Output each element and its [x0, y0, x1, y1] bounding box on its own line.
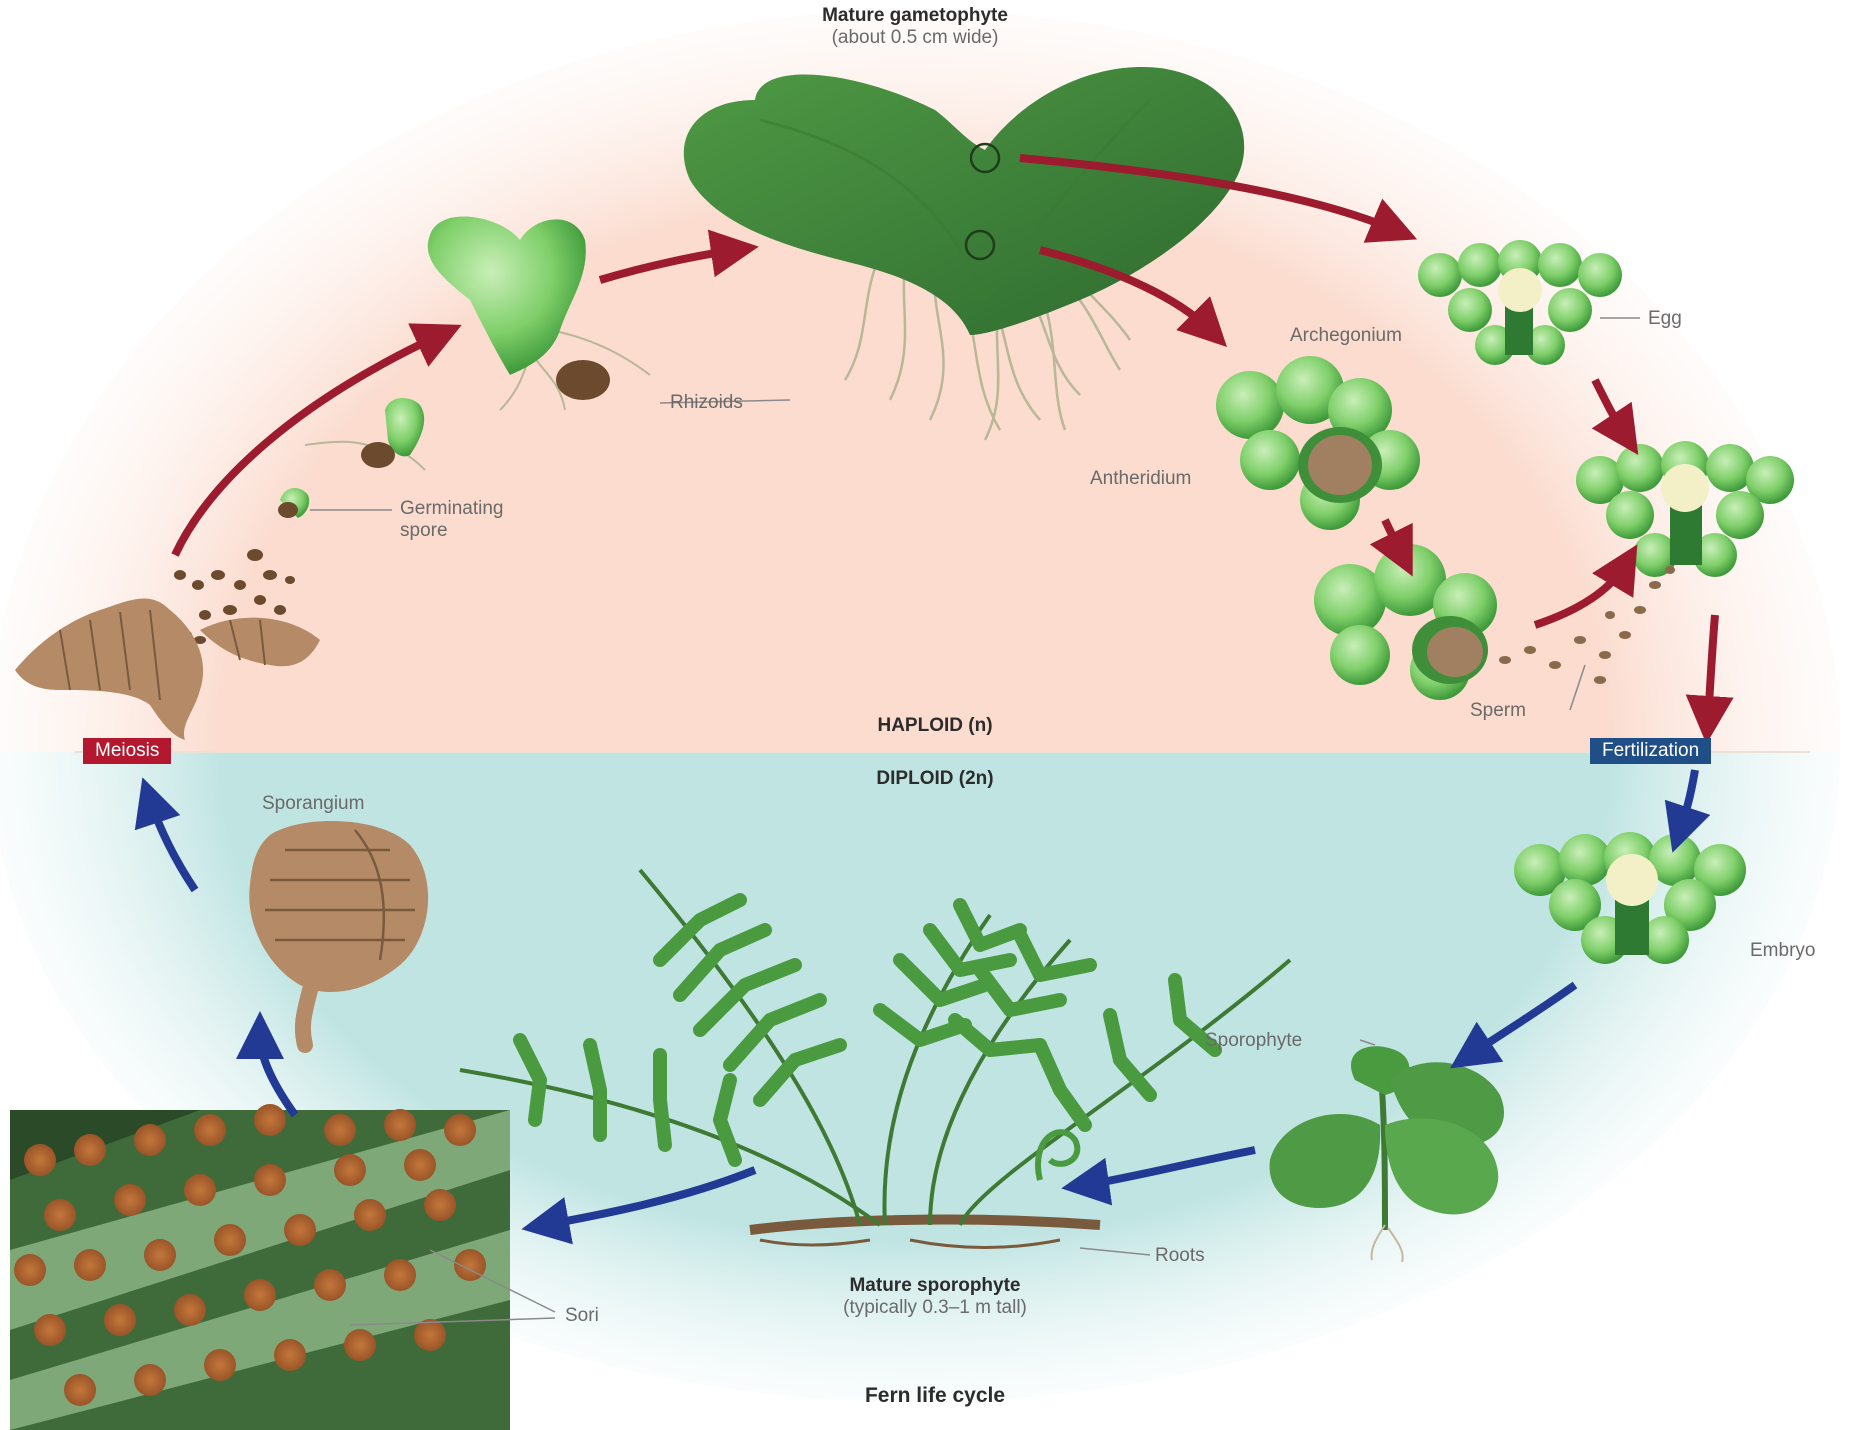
sporophyte-title: Mature sporophyte: [849, 1275, 1020, 1297]
diagram-title: Fern life cycle: [865, 1385, 1005, 1407]
gametophyte-size: (about 0.5 cm wide): [832, 27, 999, 49]
label-antheridium: Antheridium: [1090, 468, 1191, 490]
fertilization-badge: Fertilization: [1590, 738, 1711, 764]
sori-photo: [10, 1104, 510, 1430]
label-sporophyte: Sporophyte: [1205, 1030, 1302, 1052]
label-germinating: Germinating: [400, 498, 504, 520]
label-rhizoids: Rhizoids: [670, 392, 743, 414]
label-sporangium: Sporangium: [262, 793, 364, 815]
label-sori: Sori: [565, 1305, 599, 1327]
haploid-label: HAPLOID (n): [877, 715, 992, 737]
gametophyte-title: Mature gametophyte: [822, 5, 1008, 27]
label-egg: Egg: [1648, 308, 1682, 330]
label-sperm: Sperm: [1470, 700, 1526, 722]
label-embryo: Embryo: [1750, 940, 1815, 962]
meiosis-badge: Meiosis: [83, 738, 171, 764]
diploid-label: DIPLOID (2n): [876, 768, 993, 790]
label-roots: Roots: [1155, 1245, 1205, 1267]
sporophyte-size: (typically 0.3–1 m tall): [843, 1297, 1027, 1319]
label-spore: spore: [400, 520, 448, 542]
label-archegonium: Archegonium: [1290, 325, 1402, 347]
